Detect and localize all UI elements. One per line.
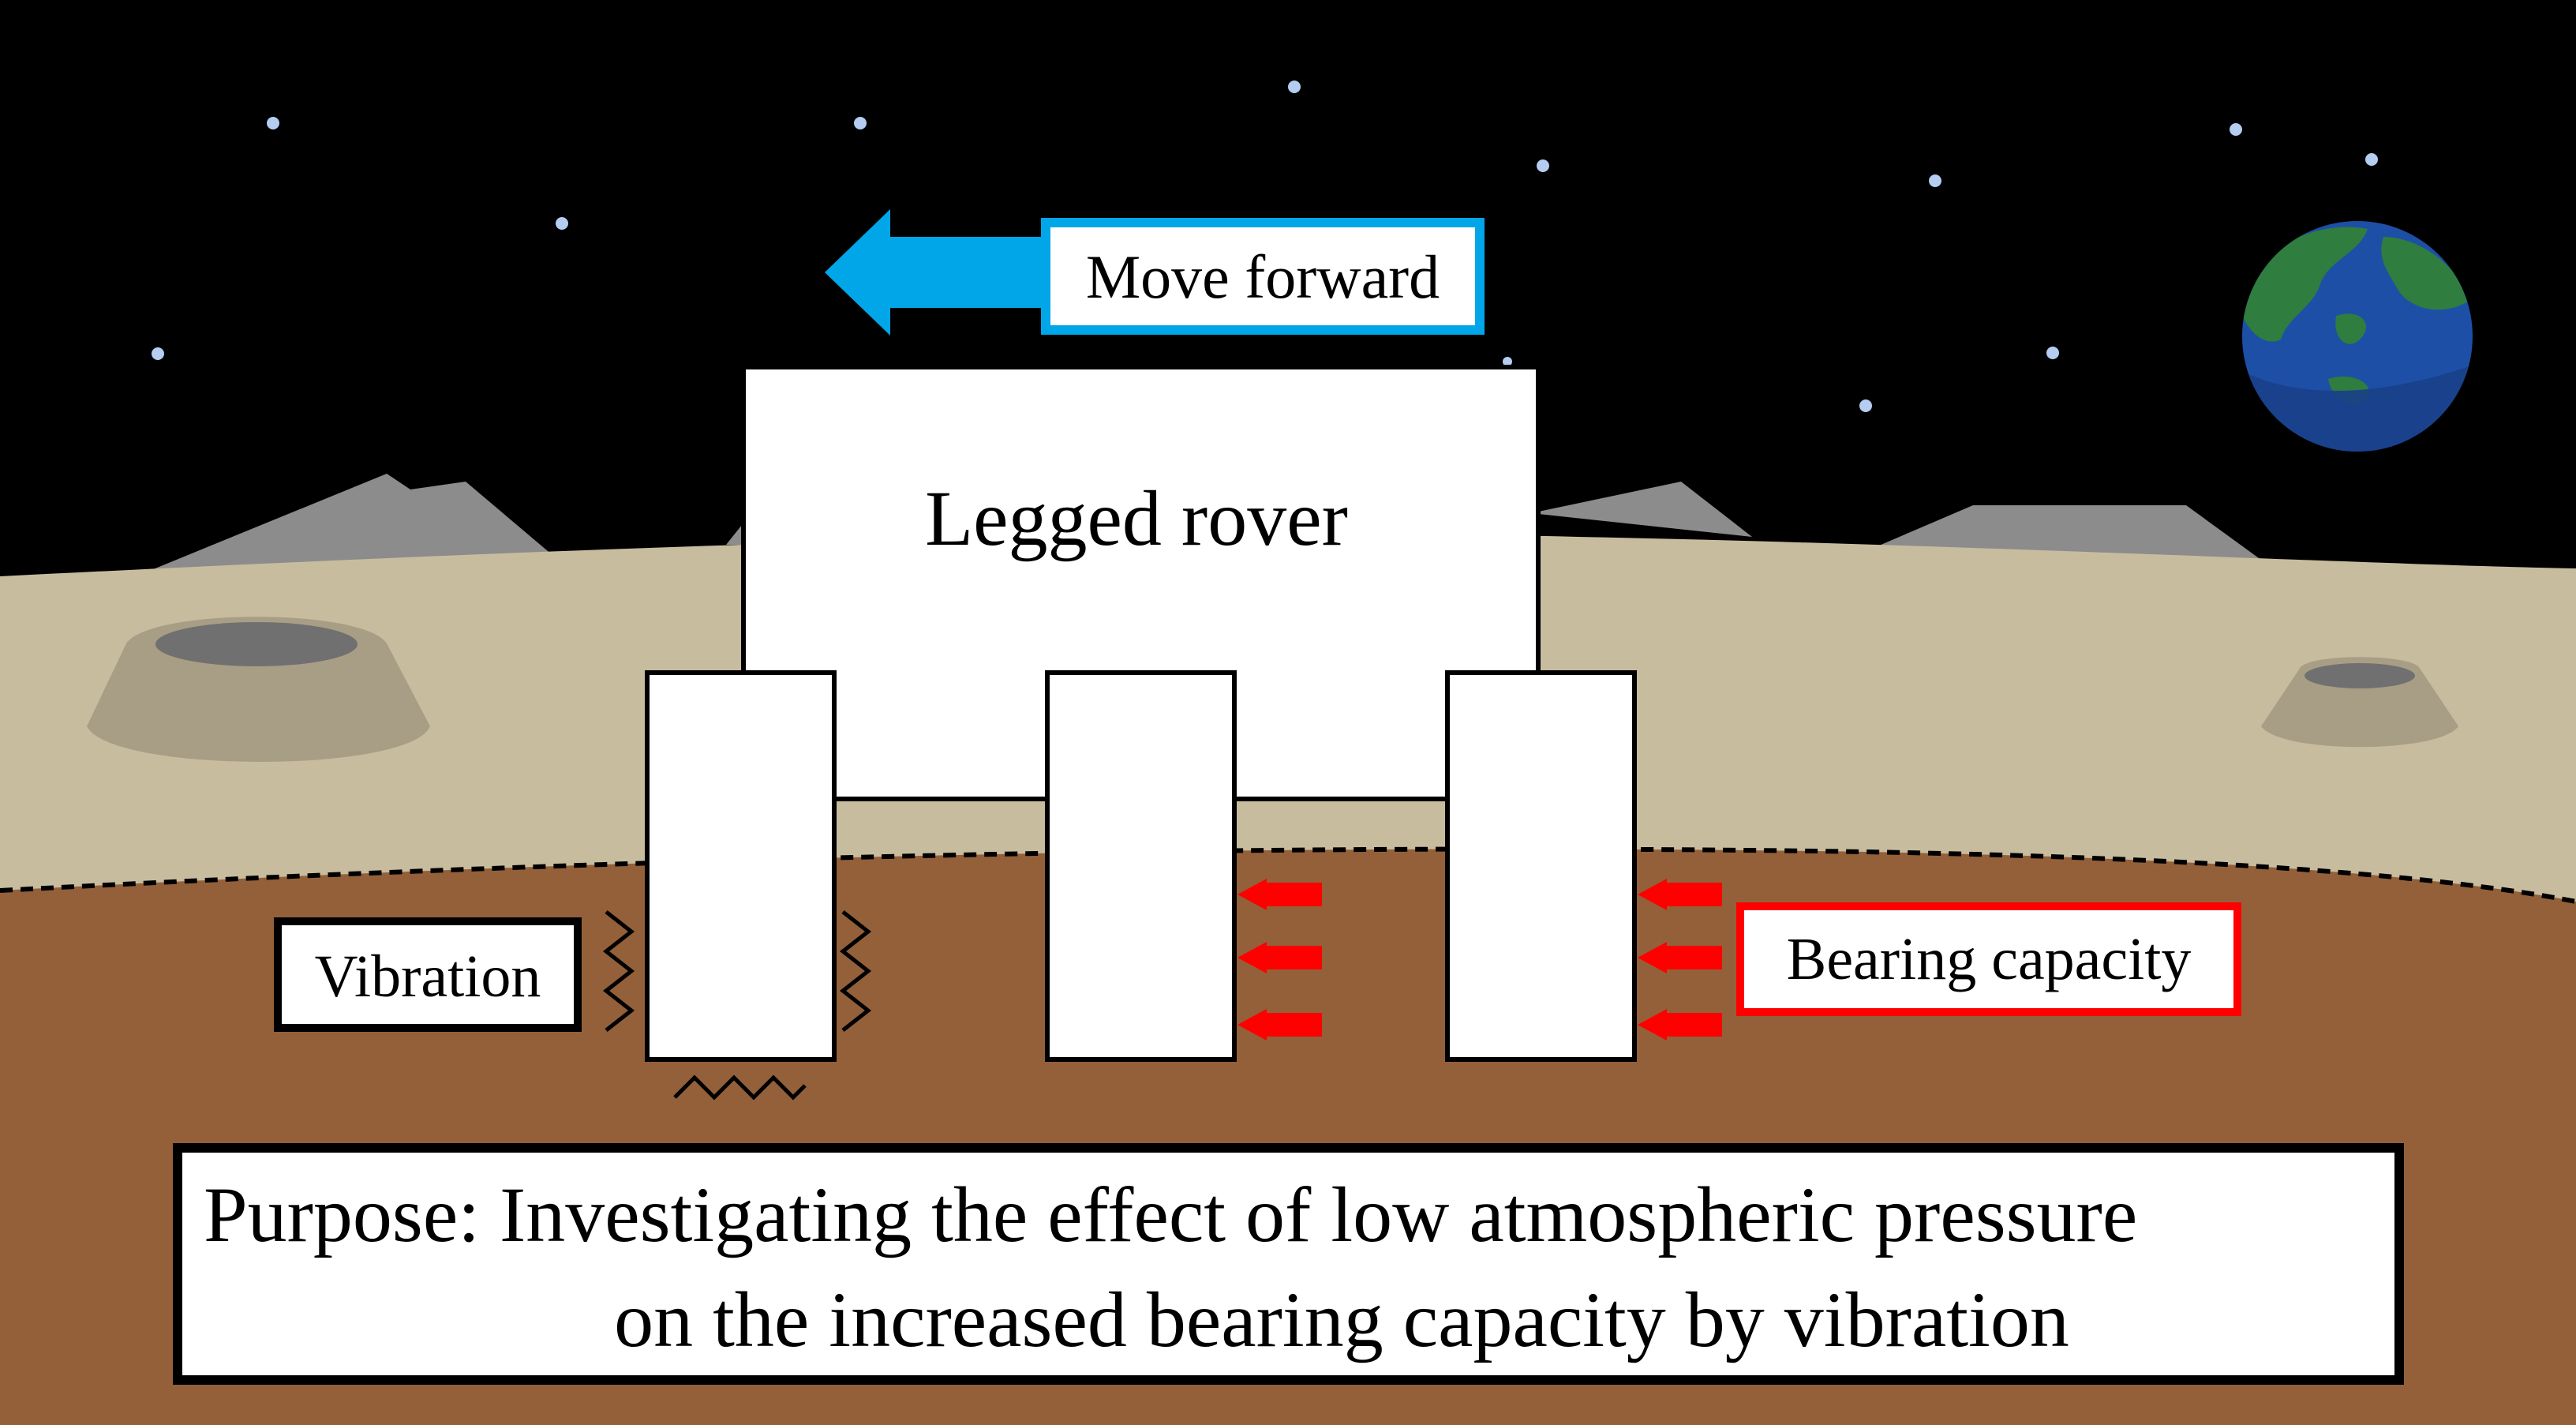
left-arrow-icon (825, 209, 1050, 336)
rover-leg-left (645, 670, 837, 1062)
vibration-zigzag-right (839, 910, 872, 1032)
star (267, 117, 279, 129)
legged-rover-label: Legged rover (925, 474, 1348, 562)
star (2230, 123, 2242, 136)
bearing-arrow (1638, 1009, 1722, 1041)
star (152, 347, 164, 360)
star (2365, 153, 2378, 166)
crater-right (2261, 657, 2458, 748)
star (2046, 347, 2059, 359)
star (1288, 81, 1301, 93)
purpose-line-1: Purpose: Investigating the effect of low… (204, 1171, 2137, 1258)
crater-left (87, 617, 430, 762)
vibration-zigzag-left (602, 910, 635, 1032)
purpose-line-2: on the increased bearing capacity by vib… (614, 1276, 2069, 1363)
zigzag-icon (602, 910, 872, 1101)
vibration-label: Vibration (315, 943, 541, 1010)
soil-boundary-dashed-line (0, 846, 2576, 904)
bearing-capacity-label: Bearing capacity (1787, 926, 2192, 992)
vibration-zigzag-bottom (673, 1074, 807, 1101)
bearing-arrow (1638, 879, 1722, 910)
star (1859, 399, 1872, 412)
vibration-label-box: Vibration (274, 917, 582, 1032)
star (556, 217, 568, 230)
bearing-arrow (1237, 879, 1322, 910)
right-to-left-arrow-icon (1237, 879, 1322, 1041)
earth-globe-icon (2242, 221, 2473, 452)
rover-leg-right (1445, 670, 1637, 1062)
move-forward-label: Move forward (1086, 242, 1440, 311)
right-to-left-arrow-icon (1638, 879, 1722, 1041)
star (1503, 357, 1512, 366)
purpose-box: Purpose: Investigating the effect of low… (173, 1143, 2404, 1385)
rover-leg-middle (1045, 670, 1237, 1062)
bearing-arrow (1638, 942, 1722, 973)
bearing-arrow (1237, 1009, 1322, 1041)
stars (152, 81, 2378, 412)
bearing-arrow (1237, 942, 1322, 973)
bearing-capacity-label-box: Bearing capacity (1736, 902, 2241, 1016)
star (1929, 174, 1941, 187)
star (854, 117, 867, 129)
move-forward-label-box: Move forward (1041, 218, 1485, 335)
star (1537, 159, 1549, 172)
